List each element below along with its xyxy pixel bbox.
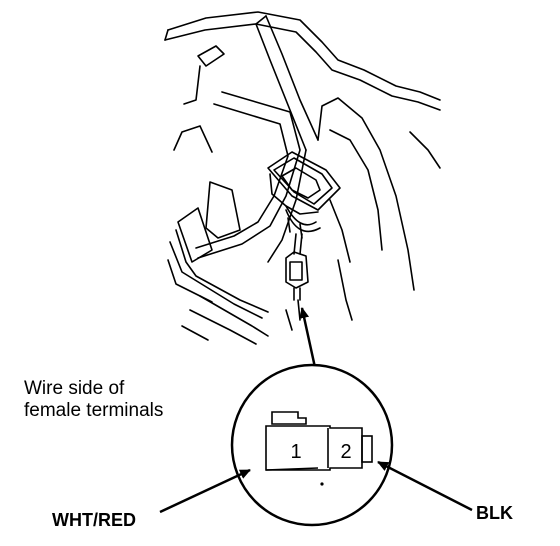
wire-side-caption: Wire side of female terminals (24, 378, 163, 422)
wire-side-caption-line1: Wire side of (24, 378, 125, 399)
wire-side-caption-line2: female terminals (24, 399, 164, 421)
terminal-1-label: 1 (290, 441, 301, 463)
blk-wire-label: BLK (476, 503, 513, 523)
terminal-2-label: 2 (340, 441, 351, 463)
connector-side-latch (361, 435, 373, 463)
connector-detail-circle (230, 363, 394, 527)
connector-locking-tab (271, 411, 307, 425)
blk-callout-arrow (377, 460, 473, 512)
pointer-arrow-to-connector (299, 307, 318, 373)
connector-face (265, 411, 373, 486)
connector-body (265, 425, 363, 471)
vehicle-interior-illustration (164, 11, 441, 345)
wht-red-wire-label: WHT/RED (52, 510, 136, 530)
wht-red-callout-arrow (159, 468, 251, 514)
